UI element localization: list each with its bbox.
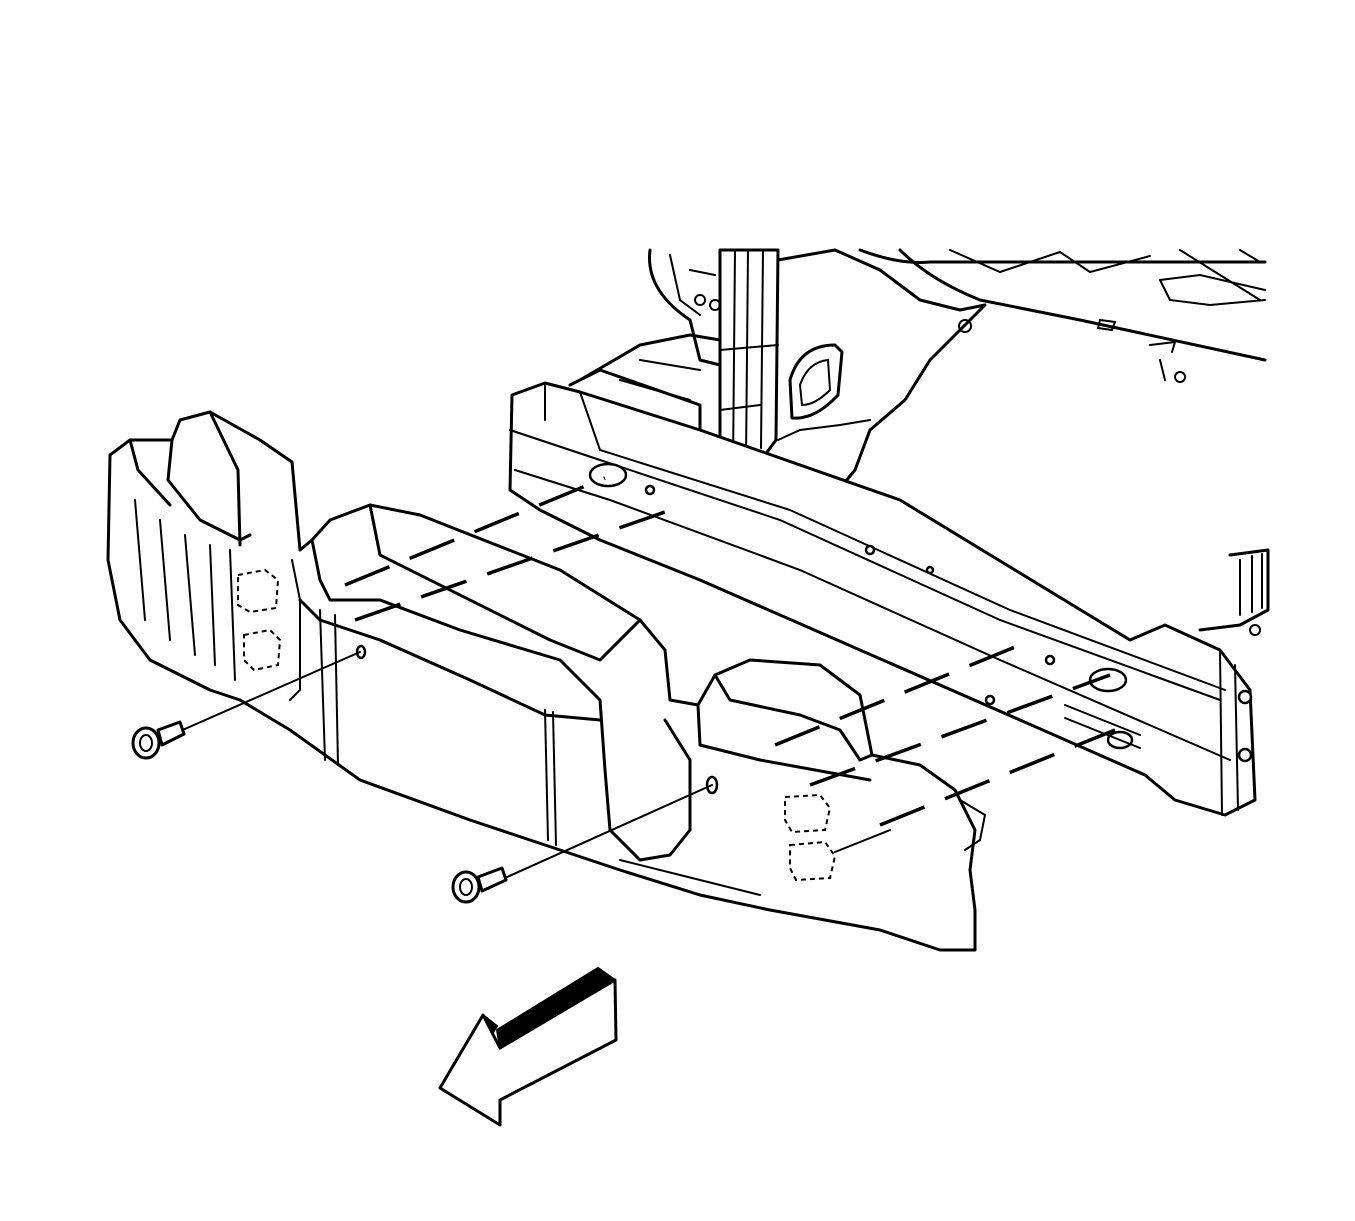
bumper-energy-absorber (106, 410, 987, 952)
bumper-impact-bar (508, 381, 1257, 817)
guide-line-right-mid (809, 673, 1111, 787)
absorber-center-block (310, 538, 607, 772)
frame-opening (788, 343, 844, 420)
retainer-head (451, 870, 481, 904)
hidden-pocket-left-upper (237, 568, 280, 614)
guide-line-right-lower (879, 728, 1116, 827)
bar-mount-hole-right (1088, 667, 1128, 693)
guide-line-right-upper (774, 643, 1021, 747)
radiator-support-pillar (718, 248, 780, 472)
retainer-shank (476, 866, 508, 893)
front-of-vehicle-arrow-icon (438, 967, 618, 1127)
push-pin-retainer-left (131, 720, 186, 760)
upper-body-panel (898, 248, 1267, 362)
right-frame-bracket (1198, 548, 1270, 632)
hidden-pocket-left-lower (243, 628, 282, 672)
guide-line-left-lower (354, 503, 686, 622)
push-pin-retainer-center (451, 866, 508, 904)
arrow-face (438, 978, 618, 1127)
bar-end-bolt-hole-lower (1237, 747, 1253, 763)
bar-end-bolt-hole-upper (1237, 689, 1253, 705)
fastener-leader-center (504, 784, 713, 879)
absorber-right-block (713, 673, 874, 762)
bar-mount-hole-left (588, 462, 628, 488)
alignment-lines (177, 476, 1116, 879)
retainer-shank (156, 720, 186, 747)
hidden-pocket-right-upper (784, 793, 832, 834)
guide-line-left-upper (344, 476, 606, 587)
fastener-leader-left (177, 651, 361, 733)
hidden-pocket-right-lower (789, 840, 837, 882)
retainer-head (131, 726, 161, 760)
